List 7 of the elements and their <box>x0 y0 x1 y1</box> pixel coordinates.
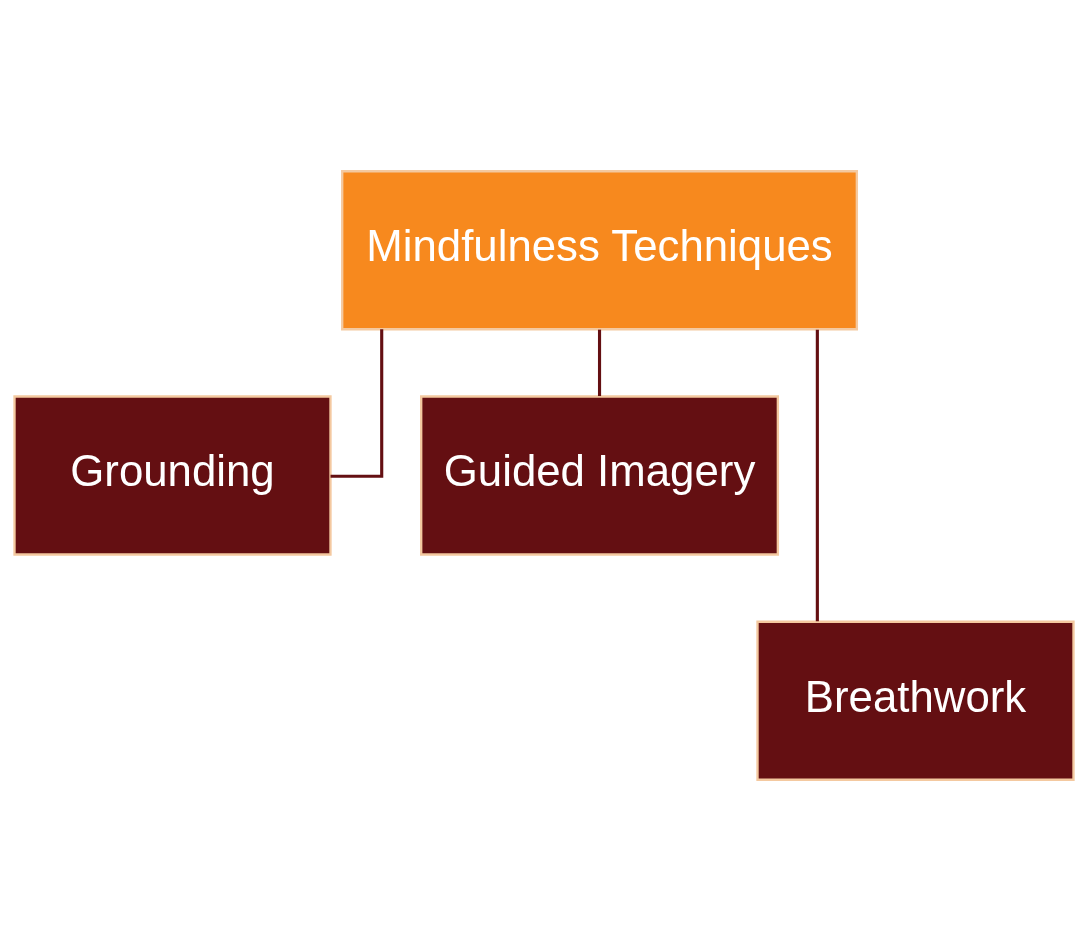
connector <box>815 329 819 621</box>
node-box: Grounding <box>13 394 332 556</box>
connector <box>330 328 384 478</box>
connector <box>597 329 602 396</box>
node-box: Guided Imagery <box>420 394 780 556</box>
node-box: Breathwork <box>756 620 1075 781</box>
node-box: Mindfulness Techniques <box>341 169 859 330</box>
